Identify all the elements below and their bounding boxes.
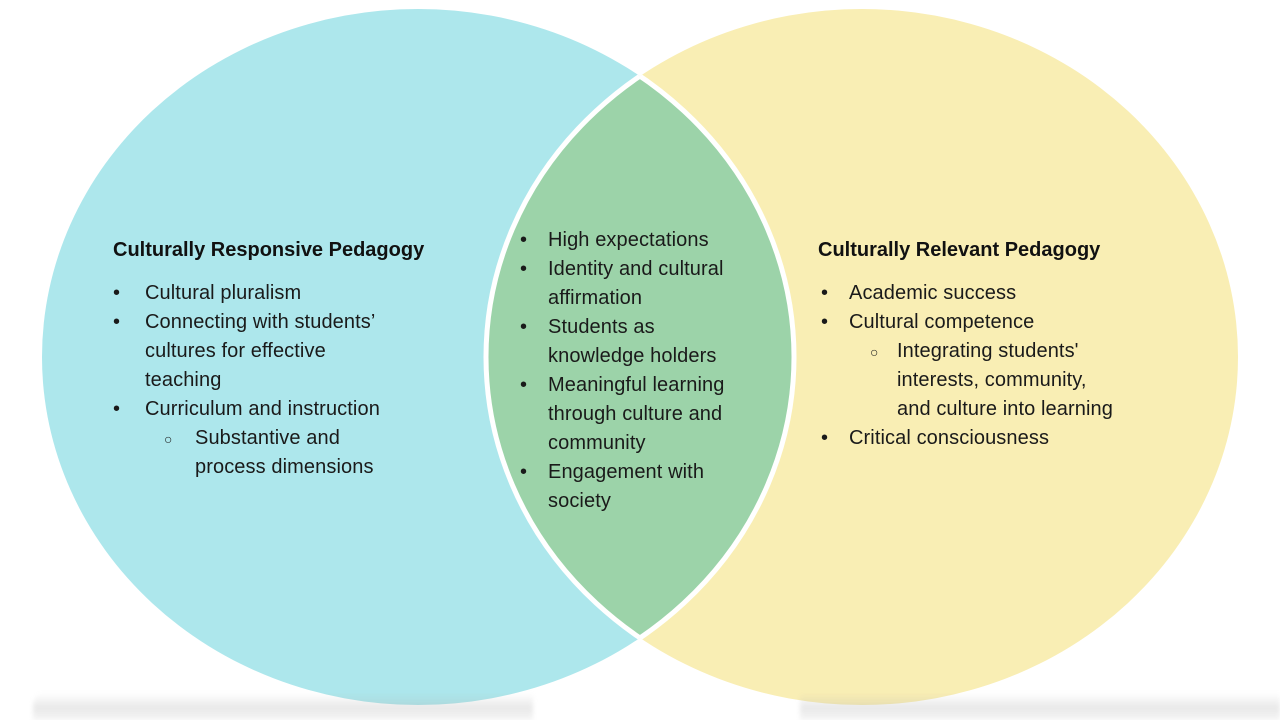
left-circle-text-block: Culturally Responsive Pedagogy • Cultura…	[113, 237, 453, 482]
left-circle-list: • Cultural pluralism • Connecting with s…	[113, 279, 453, 482]
list-item: • Cultural pluralism	[113, 279, 453, 308]
list-item-text: High expectations	[548, 229, 709, 251]
lens-divider-arc	[486, 9, 797, 705]
list-item-sub: ○ Substantive and process dimensions	[164, 424, 453, 482]
list-item-text: Integrating students' interests, communi…	[897, 340, 1113, 420]
bullet-icon: •	[520, 316, 528, 338]
bullet-icon: •	[821, 282, 829, 304]
list-item: • Engagement with society	[520, 458, 782, 516]
list-item: • Academic success	[818, 279, 1178, 308]
list-item-text: Academic success	[849, 282, 1017, 304]
list-item-text: Meaningful learning through culture and …	[548, 374, 725, 454]
overlap-text-block: • High expectations • Identity and cultu…	[520, 226, 782, 516]
bullet-icon: •	[520, 229, 528, 251]
bullet-icon: •	[520, 258, 528, 280]
list-item-text: Connecting with students’ cultures for e…	[145, 311, 376, 391]
right-circle-text-block: Culturally Relevant Pedagogy • Academic …	[818, 237, 1178, 453]
list-item: • Identity and cultural affirmation	[520, 255, 782, 313]
right-circle-title: Culturally Relevant Pedagogy	[818, 239, 1101, 261]
bullet-icon: •	[113, 282, 121, 304]
list-item-text: Substantive and process dimensions	[195, 427, 374, 478]
list-item: • Connecting with students’ cultures for…	[113, 308, 453, 395]
list-item: • Curriculum and instruction	[113, 395, 453, 424]
left-circle-title: Culturally Responsive Pedagogy	[113, 239, 425, 261]
list-item-sub: ○ Integrating students' interests, commu…	[870, 337, 1178, 424]
bullet-icon: •	[113, 398, 121, 420]
bullet-icon: •	[821, 311, 829, 333]
list-item-text: Curriculum and instruction	[145, 398, 380, 420]
bullet-icon: •	[520, 374, 528, 396]
list-item: • High expectations	[520, 226, 782, 255]
list-item-text: Identity and cultural affirmation	[548, 258, 724, 309]
overlap-lens-shape	[483, 9, 794, 705]
bullet-icon: •	[821, 427, 829, 449]
list-item-text: Cultural competence	[849, 311, 1035, 333]
list-item-text: Critical consciousness	[849, 427, 1050, 449]
list-item: • Cultural competence	[818, 308, 1178, 337]
list-item: • Meaningful learning through culture an…	[520, 371, 782, 458]
list-item-text: Engagement with society	[548, 461, 705, 512]
circle-bullet-icon: ○	[870, 344, 879, 360]
list-item: • Critical consciousness	[818, 424, 1178, 453]
bullet-icon: •	[113, 311, 121, 333]
bullet-icon: •	[520, 461, 528, 483]
right-circle-list: • Academic success • Cultural competence…	[818, 279, 1178, 453]
circle-bullet-icon: ○	[164, 431, 173, 447]
list-item-text: Cultural pluralism	[145, 282, 302, 304]
list-item-text: Students as knowledge holders	[548, 316, 717, 367]
list-item: • Students as knowledge holders	[520, 313, 782, 371]
overlap-list: • High expectations • Identity and cultu…	[520, 226, 782, 516]
